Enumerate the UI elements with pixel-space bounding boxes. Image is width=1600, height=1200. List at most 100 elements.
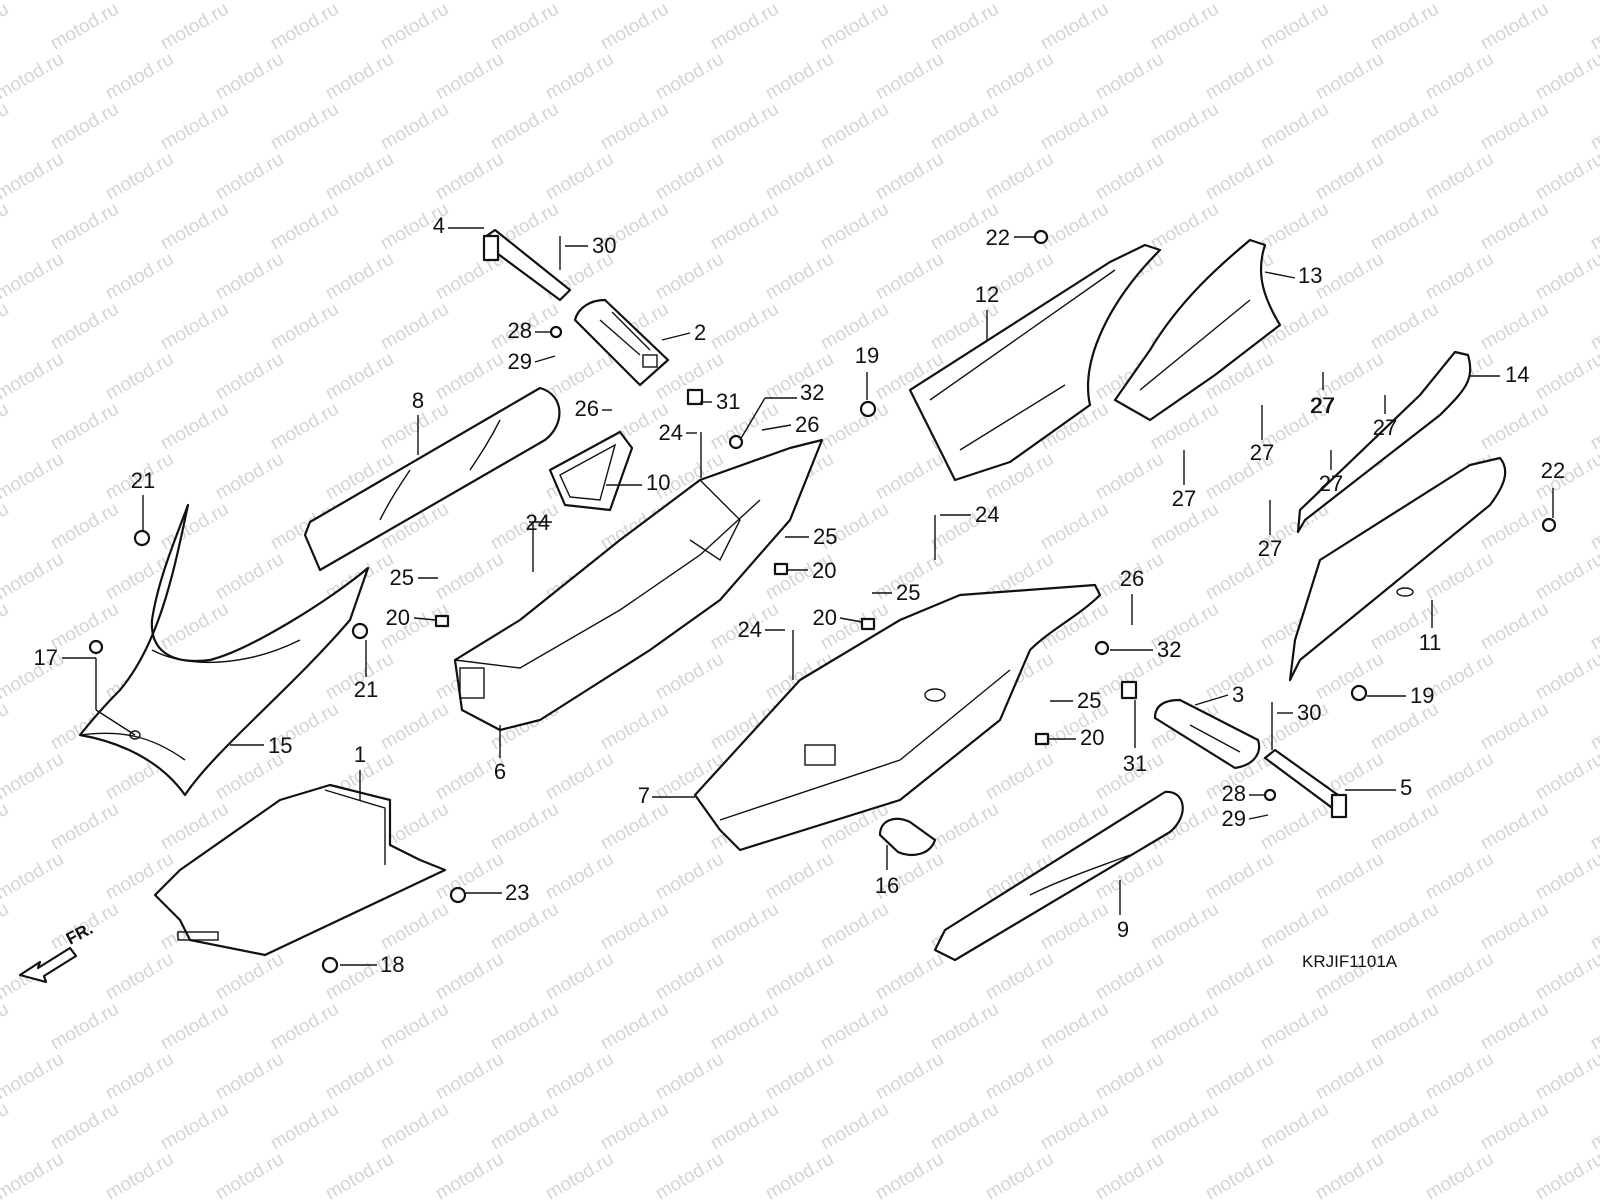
watermark-text: motod.ru	[1202, 849, 1277, 905]
watermark-text: motod.ru	[1477, 299, 1552, 355]
watermark-text: motod.ru	[322, 349, 397, 405]
watermark-text: motod.ru	[872, 49, 947, 105]
callout-27: 27	[1311, 393, 1335, 418]
watermark-text: motod.ru	[597, 99, 672, 155]
watermark-text: motod.ru	[1477, 799, 1552, 855]
watermark-text: motod.ru	[377, 699, 452, 755]
watermark-text: motod.ru	[982, 749, 1057, 805]
part-9-right-floor-mat	[933, 790, 1184, 962]
watermark-text: motod.ru	[1037, 0, 1112, 54]
watermark-text: motod.ru	[1202, 149, 1277, 205]
watermark-text: motod.ru	[982, 49, 1057, 105]
watermark-text: motod.ru	[157, 499, 232, 555]
watermark-text: motod.ru	[432, 1149, 507, 1200]
long-bolts	[532, 236, 1273, 750]
callout-2: 2	[694, 320, 706, 345]
watermark-text: motod.ru	[542, 1049, 617, 1105]
washer-28-left	[549, 325, 563, 339]
watermark-text: motod.ru	[817, 199, 892, 255]
watermark-text: motod.ru	[0, 1149, 67, 1200]
callout-27: 27	[1172, 486, 1196, 511]
watermark-text: motod.ru	[1477, 1099, 1552, 1155]
watermark-text: motod.ru	[652, 649, 727, 705]
watermark-text: motod.ru	[0, 899, 12, 955]
watermark-text: motod.ru	[157, 99, 232, 155]
clip-20-a	[434, 614, 450, 628]
watermark-text: motod.ru	[707, 299, 782, 355]
watermark-text: motod.ru	[1532, 749, 1600, 805]
watermark-text: motod.ru	[322, 1049, 397, 1105]
clip-20-b	[773, 562, 789, 576]
watermark-text: motod.ru	[47, 399, 122, 455]
watermark-text: motod.ru	[982, 1049, 1057, 1105]
watermark-text: motod.ru	[542, 149, 617, 205]
watermark-text: motod.ru	[1312, 1049, 1387, 1105]
watermark-text: motod.ru	[597, 0, 672, 54]
part-2-left-step	[573, 298, 670, 387]
watermark-text: motod.ru	[1037, 899, 1112, 955]
bolt-32-right	[1094, 640, 1110, 656]
watermark-text: motod.ru	[1367, 99, 1442, 155]
watermark-text: motod.ru	[1422, 1149, 1497, 1200]
watermark-text: motod.ru	[212, 549, 287, 605]
watermark-text: motod.ru	[487, 799, 562, 855]
watermark-text: motod.ru	[0, 199, 12, 255]
callout-24: 24	[738, 617, 762, 642]
watermark-text: motod.ru	[1367, 999, 1442, 1055]
callout-16: 16	[875, 873, 899, 898]
callout-24: 24	[526, 510, 550, 535]
watermark-text: motod.ru	[1037, 1099, 1112, 1155]
leader-line-13	[1264, 271, 1296, 279]
watermark-text: motod.ru	[212, 249, 287, 305]
watermark-text: motod.ru	[872, 449, 947, 505]
washer-28-right	[1263, 788, 1277, 802]
clip-21-mid	[351, 622, 369, 640]
leader-line-20	[839, 617, 863, 623]
watermark-text: motod.ru	[157, 299, 232, 355]
bolt-19-top	[859, 400, 877, 418]
watermark-text: motod.ru	[1037, 499, 1112, 555]
watermark-text: motod.ru	[927, 0, 1002, 54]
watermark-text: motod.ru	[817, 99, 892, 155]
screw-17	[88, 639, 104, 655]
watermark-text: motod.ru	[1257, 799, 1332, 855]
watermark-text: motod.ru	[0, 399, 12, 455]
watermark-text: motod.ru	[1587, 799, 1600, 855]
watermark-text: motod.ru	[1257, 0, 1332, 54]
watermark-text: motod.ru	[872, 1149, 947, 1200]
watermark-text: motod.ru	[1587, 999, 1600, 1055]
watermark-text: motod.ru	[762, 49, 837, 105]
watermark-text: motod.ru	[597, 699, 672, 755]
watermark-text: motod.ru	[597, 899, 672, 955]
watermark-text: motod.ru	[1257, 199, 1332, 255]
watermark-text: motod.ru	[542, 849, 617, 905]
watermark-text: motod.ru	[1477, 199, 1552, 255]
watermark-text: motod.ru	[1532, 849, 1600, 905]
part-1-lower-front-cover	[153, 783, 447, 957]
watermark-text: motod.ru	[487, 0, 562, 54]
watermark-text: motod.ru	[322, 1149, 397, 1200]
watermark-text: motod.ru	[1477, 699, 1552, 755]
leader-line-2	[661, 332, 691, 341]
watermark-text: motod.ru	[322, 149, 397, 205]
watermark-text: motod.ru	[1092, 449, 1167, 505]
bolt-22-top	[1033, 229, 1049, 245]
watermark-text: motod.ru	[102, 249, 177, 305]
callout-27: 27	[1310, 393, 1334, 418]
callout-27: 27	[1258, 536, 1282, 561]
watermark-text: motod.ru	[102, 949, 177, 1005]
watermark-text: motod.ru	[47, 599, 122, 655]
callout-28: 28	[508, 318, 532, 343]
watermark-text: motod.ru	[817, 1099, 892, 1155]
watermark-text: motod.ru	[652, 249, 727, 305]
callout-25: 25	[813, 524, 837, 549]
watermark-text: motod.ru	[0, 349, 67, 405]
watermark-text: motod.ru	[707, 199, 782, 255]
watermark-text: motod.ru	[982, 949, 1057, 1005]
watermark-text: motod.ru	[762, 149, 837, 205]
callout-12: 12	[975, 282, 999, 307]
watermark-text: motod.ru	[157, 999, 232, 1055]
watermark-text: motod.ru	[1037, 999, 1112, 1055]
watermark-text: motod.ru	[212, 49, 287, 105]
watermark-text: motod.ru	[1312, 49, 1387, 105]
